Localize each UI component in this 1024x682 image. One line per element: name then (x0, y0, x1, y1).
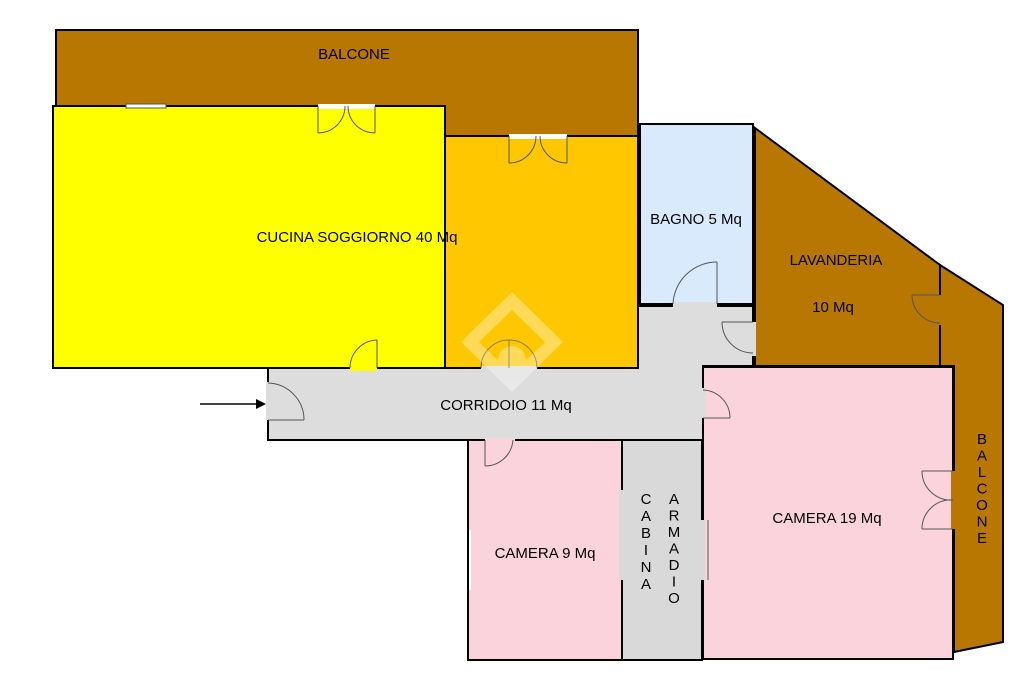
door-camera-large (701, 388, 731, 419)
vertical-letter: I (672, 574, 676, 591)
label-camera-large: CAMERA 19 Mq (772, 510, 881, 527)
window-top-left (125, 103, 167, 109)
door-camera-small (484, 438, 515, 467)
vertical-letter: C (977, 481, 988, 498)
vertical-letter: A (669, 491, 679, 508)
house-logo-icon (461, 292, 563, 392)
vertical-letter: O (668, 590, 680, 607)
label-corridoio: CORRIDOIO 11 Mq (440, 397, 571, 414)
door-lavanderia-balcone (911, 294, 943, 325)
label-camera-small: CAMERA 9 Mq (495, 545, 596, 562)
camera-small-area (467, 439, 623, 661)
camera-large-area (702, 366, 954, 660)
closet-opening-left (619, 490, 624, 580)
door-entrance (266, 382, 305, 421)
vertical-letter: R (669, 508, 680, 525)
label-bagno: BAGNO 5 Mq (650, 211, 742, 228)
vertical-letter: N (641, 559, 652, 576)
vertical-letter: A (641, 576, 651, 593)
door-camera-balcone (921, 470, 956, 530)
vertical-letter: M (668, 524, 681, 541)
bagno-area (639, 123, 754, 305)
balcony-door-kitchen (317, 104, 376, 134)
vertical-letter: I (644, 542, 648, 559)
door-kitchen-corridor (349, 339, 378, 371)
soggiorno-orange-area (444, 135, 639, 369)
lavanderia-area (754, 126, 941, 367)
vertical-letter: A (669, 541, 679, 558)
vertical-letter: D (669, 557, 680, 574)
label-lavanderia: LAVANDERIA (790, 252, 883, 269)
door-lavanderia (721, 321, 756, 356)
vertical-letter: B (977, 431, 987, 448)
door-bagno (672, 261, 718, 307)
arrow-right-icon (200, 399, 266, 409)
vertical-letter: C (641, 491, 652, 508)
vertical-letter: O (976, 497, 988, 514)
vertical-letter: N (977, 514, 988, 531)
label-cucina-soggiorno: CUCINA SOGGIORNO 40 Mq (257, 229, 458, 246)
label-balcone-top: BALCONE (318, 46, 390, 63)
label-lavanderia-area: 10 Mq (812, 299, 854, 316)
closet-opening-right (700, 520, 705, 580)
vertical-letter: A (977, 448, 987, 465)
vertical-letter: E (977, 530, 987, 547)
balcony-door-living (508, 134, 568, 164)
label-balcone-right: BALCONE (976, 431, 988, 547)
door-living-corridor (480, 339, 538, 371)
vertical-letter: B (641, 525, 651, 542)
vertical-letter: A (641, 508, 651, 525)
cucina-yellow-area (52, 105, 446, 369)
cabina-armadio-area (621, 439, 703, 661)
vertical-letter: L (978, 464, 986, 481)
